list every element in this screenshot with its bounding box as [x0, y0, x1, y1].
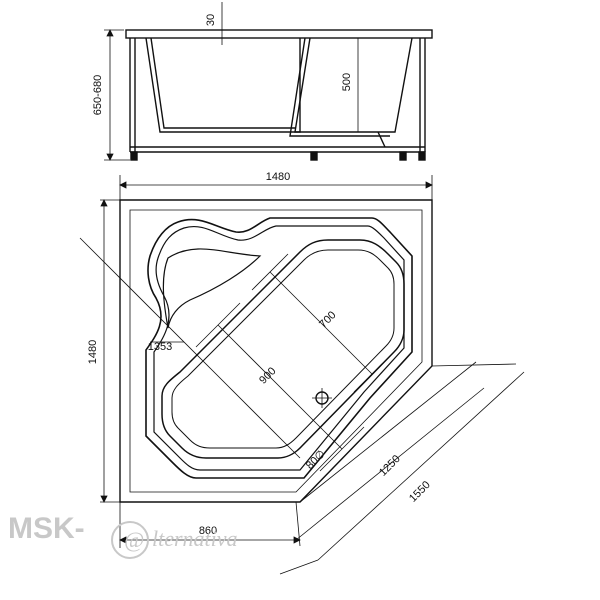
- plan-view-dimensions: [79, 199, 525, 575]
- outer-outline: [119, 199, 433, 503]
- at-logo-icon: [111, 521, 149, 559]
- corner-radius-label: 1353: [148, 341, 172, 353]
- overall-width-label: 1480: [266, 171, 290, 183]
- outer-diagonal-label: 1550: [407, 479, 433, 505]
- tub-shell-left: [145, 37, 301, 133]
- tub-depth-label: 500: [341, 73, 353, 91]
- inner-length-label: 900: [257, 365, 278, 386]
- overall-height-label: 650-680: [92, 75, 104, 115]
- side-view: [125, 29, 433, 161]
- watermark: MSK- @ lternativa: [8, 512, 238, 559]
- side-view-dimensions: [104, 2, 364, 161]
- plan-view: [119, 199, 433, 503]
- bath-rim: [145, 217, 413, 479]
- inner-width-label: 700: [317, 309, 338, 330]
- tub-shell-right: [294, 37, 413, 133]
- inner-basin: [161, 239, 405, 459]
- side-view-rim: [125, 29, 433, 39]
- rim-thickness-label: 30: [205, 14, 217, 26]
- foot: [130, 151, 138, 161]
- backrest: [162, 248, 262, 329]
- edge-offset-label: 80∅: [304, 448, 328, 472]
- overall-depth-label: 1480: [87, 340, 99, 364]
- watermark-script: lternativa: [152, 526, 238, 551]
- watermark-brand: MSK-: [8, 512, 85, 545]
- svg-text:@: @: [124, 527, 144, 552]
- side-length-label: 860: [199, 525, 217, 537]
- width-dimension: [119, 175, 433, 200]
